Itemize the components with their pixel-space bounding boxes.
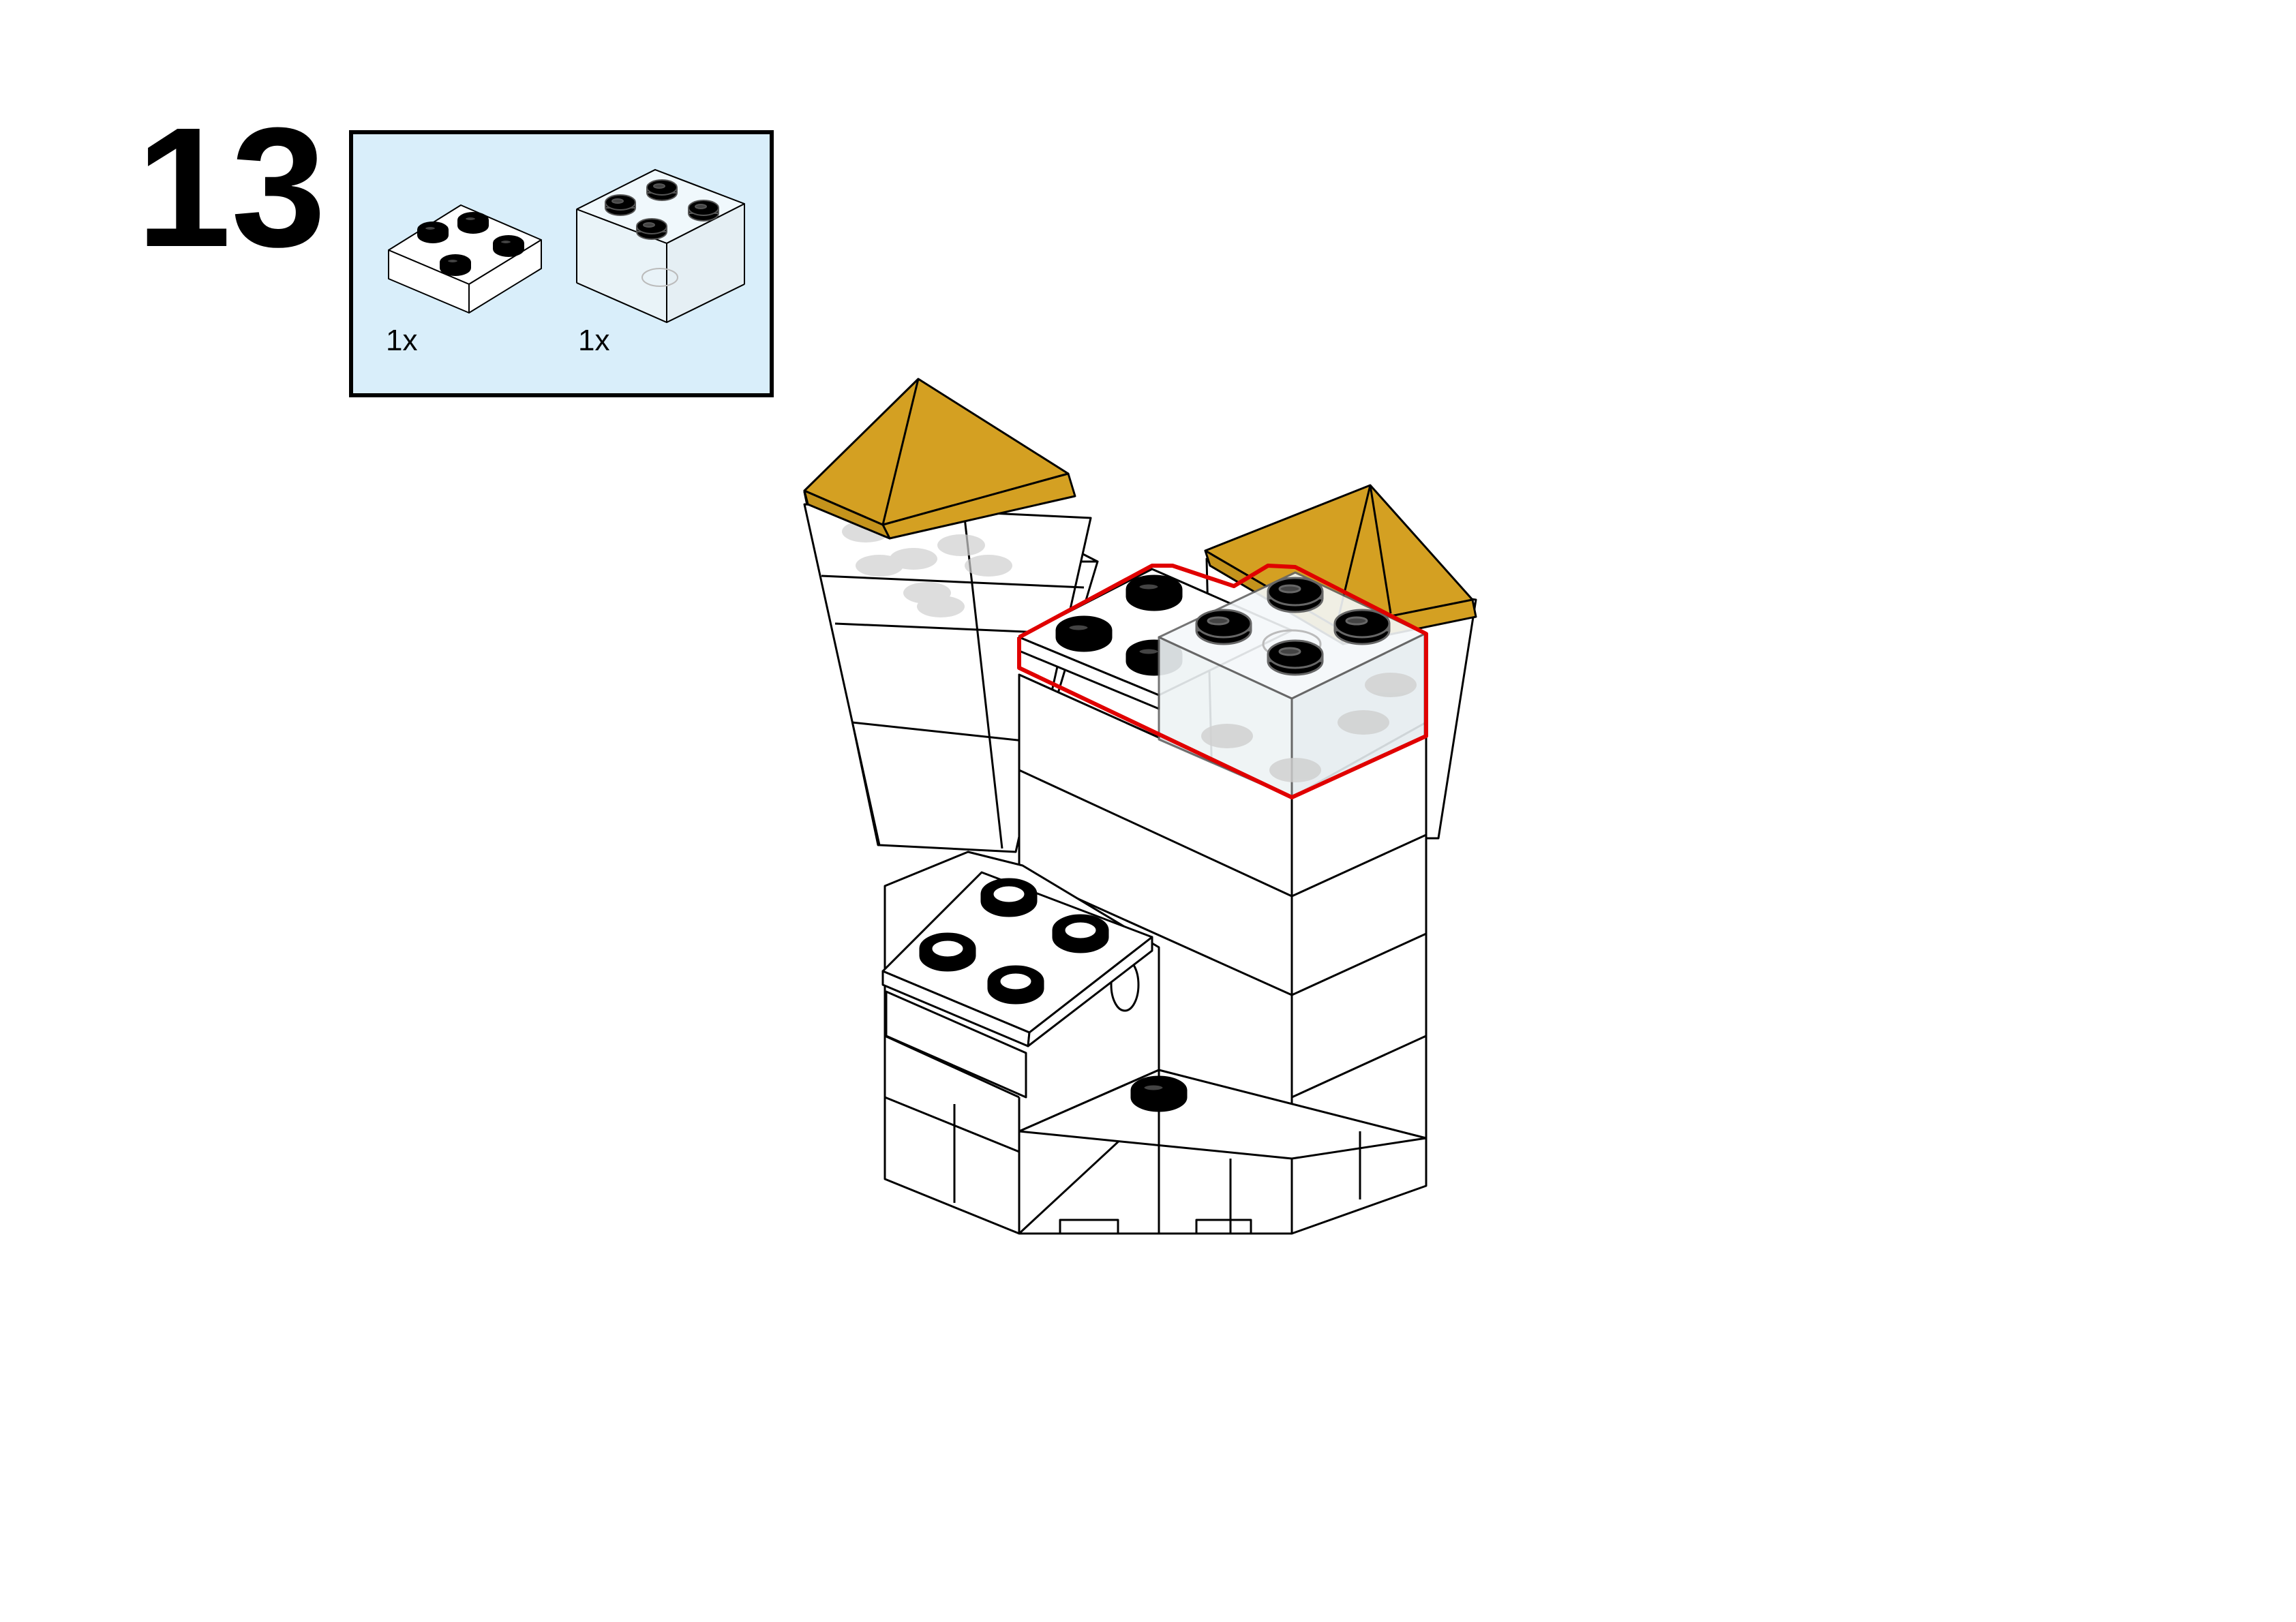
new-parts-highlight-outline (1017, 564, 1428, 799)
step-number: 13 (136, 92, 327, 282)
part-quantity-brick: 1x (578, 324, 610, 357)
base-trim (1019, 1075, 1361, 1235)
angled-plate (881, 871, 1153, 1099)
parts-list-panel: 1x 1x (349, 130, 774, 397)
parts-illustrations (388, 169, 745, 323)
brick-2x2-transparent-icon (576, 169, 745, 323)
plate-2x2-icon (388, 204, 542, 313)
new-brick-2x2-transparent (1158, 571, 1426, 799)
part-quantity-plate: 1x (386, 324, 418, 357)
